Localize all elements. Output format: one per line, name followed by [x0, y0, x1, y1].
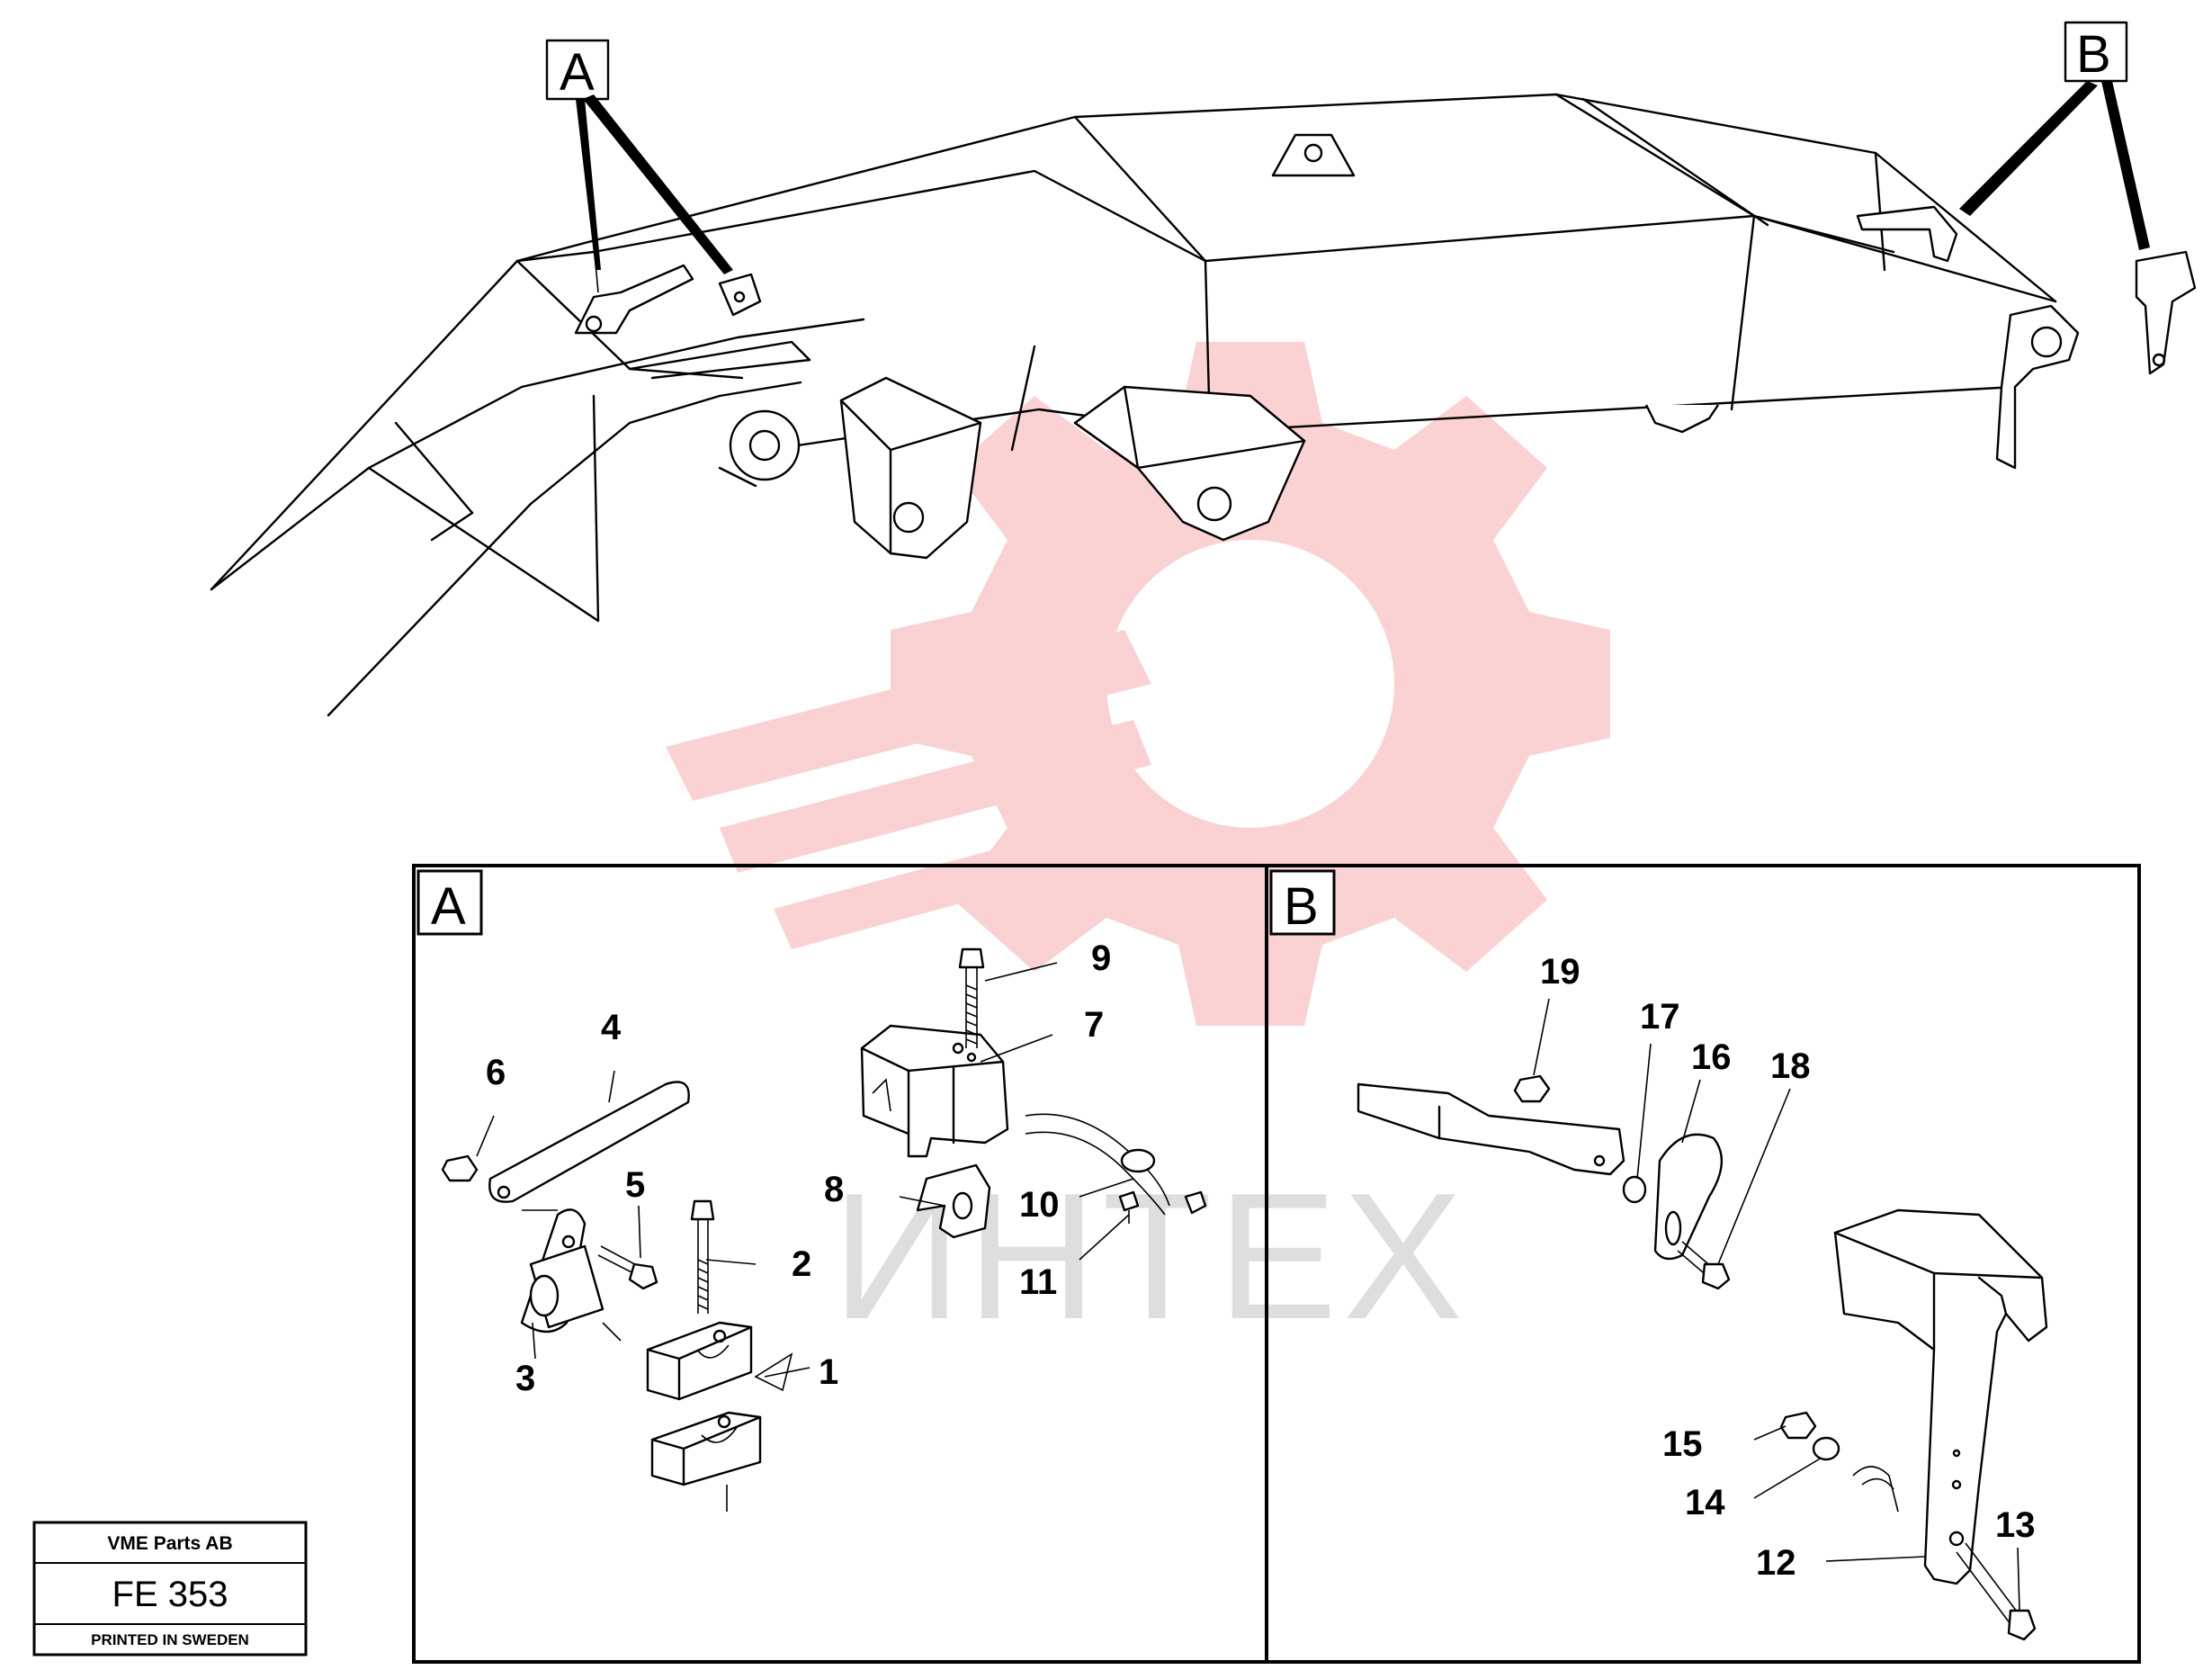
watermark-gear-logo — [666, 342, 1610, 1026]
title-block-footer: PRINTED IN SWEDEN — [91, 1631, 249, 1648]
watermark-gear — [891, 342, 1610, 1026]
label-17: 17 — [1640, 997, 1680, 1037]
label-11: 11 — [1019, 1262, 1057, 1302]
label-16: 16 — [1691, 1037, 1732, 1077]
label-4: 4 — [601, 1008, 622, 1047]
label-9: 9 — [1091, 938, 1111, 978]
label-5: 5 — [625, 1165, 645, 1205]
label-2: 2 — [792, 1244, 811, 1284]
detail-a-letter: A — [431, 877, 466, 936]
watermark-wrench — [666, 630, 1156, 949]
title-block-code: FE 353 — [112, 1575, 228, 1614]
label-18: 18 — [1770, 1046, 1811, 1086]
label-6: 6 — [486, 1053, 506, 1092]
label-1: 1 — [819, 1352, 838, 1392]
detail-frame: A B — [412, 864, 2141, 1664]
label-3: 3 — [515, 1359, 535, 1398]
detail-b-letter: B — [1284, 877, 1319, 936]
label-14: 14 — [1685, 1483, 1725, 1522]
label-15: 15 — [1662, 1424, 1703, 1464]
title-block-company: VME Parts AB — [107, 1533, 232, 1554]
callout-b-overview: B — [2076, 25, 2111, 84]
label-13: 13 — [1995, 1505, 2036, 1545]
label-10: 10 — [1019, 1185, 1060, 1225]
title-block: VME Parts AB FE 353 PRINTED IN SWEDEN — [32, 1521, 308, 1657]
label-12: 12 — [1756, 1543, 1796, 1583]
callout-a-overview: A — [560, 43, 595, 102]
label-19: 19 — [1540, 952, 1581, 992]
detail-b-labels: 12 13 14 15 16 17 18 19 — [1540, 952, 2036, 1583]
detail-a-parts — [441, 947, 1207, 1512]
detail-a-labels: 1 2 3 4 5 6 7 8 9 10 11 — [486, 938, 1111, 1398]
detail-a-leaders — [476, 962, 1134, 1378]
boom-overview: A B — [210, 21, 2197, 717]
label-8: 8 — [824, 1170, 844, 1209]
detail-b-parts — [1357, 1074, 2048, 1641]
detail-b-leaders — [1533, 998, 2020, 1612]
label-7: 7 — [1084, 1005, 1104, 1045]
